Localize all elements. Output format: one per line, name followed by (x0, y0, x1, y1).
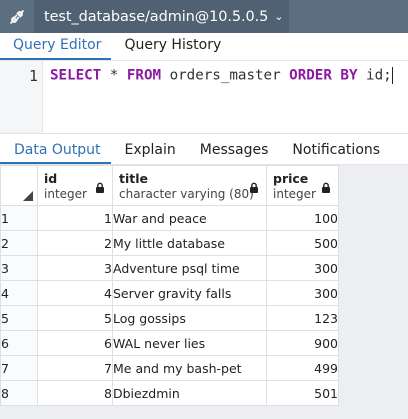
cell-id[interactable]: 2 (37, 230, 113, 256)
column-type: integer (44, 187, 87, 201)
row-number[interactable]: 6 (0, 330, 38, 356)
table-row[interactable]: 3 3 Adventure psql time 300 (0, 255, 339, 281)
output-tabs: Data Output Explain Messages Notificatio… (0, 135, 408, 165)
cell-price[interactable]: 123 (266, 305, 339, 331)
cell-id[interactable]: 6 (37, 330, 113, 356)
cell-id[interactable]: 8 (37, 380, 113, 406)
cell-title[interactable]: Me and my bash-pet (112, 355, 267, 381)
cell-price[interactable]: 500 (266, 230, 339, 256)
column-name: id (44, 171, 58, 186)
connection-selector[interactable]: test_database/admin@10.5.0.5 ⌄ (34, 0, 290, 33)
code-part: id; (357, 67, 392, 84)
cell-id[interactable]: 1 (37, 205, 113, 231)
table-row[interactable]: 5 5 Log gossips 123 (0, 305, 339, 331)
row-number[interactable]: 3 (0, 255, 38, 281)
select-all-corner[interactable] (0, 165, 38, 206)
table-row[interactable]: 1 1 War and peace 100 (0, 205, 339, 231)
query-tabs: Query Editor Query History (0, 33, 408, 61)
line-gutter: 1 (0, 61, 43, 133)
cell-title[interactable]: War and peace (112, 205, 267, 231)
cell-price[interactable]: 501 (266, 380, 339, 406)
cell-title[interactable]: Dbiezdmin (112, 380, 267, 406)
table-name: orders_master (161, 67, 290, 84)
cell-id[interactable]: 7 (37, 355, 113, 381)
keyword-from: FROM (126, 67, 162, 84)
cell-title[interactable]: Log gossips (112, 305, 267, 331)
sql-code-line[interactable]: SELECT * FROM orders_master ORDER BY id; (50, 67, 393, 84)
row-number[interactable]: 1 (0, 205, 38, 231)
keyword-select: SELECT (50, 67, 102, 84)
cell-title[interactable]: Server gravity falls (112, 280, 267, 306)
sql-editor[interactable]: 1 SELECT * FROM orders_master ORDER BY i… (0, 61, 408, 134)
tab-notifications[interactable]: Notifications (292, 142, 381, 158)
table-row[interactable]: 6 6 WAL never lies 900 (0, 330, 339, 356)
column-name: title (119, 171, 148, 186)
tab-messages[interactable]: Messages (199, 142, 269, 158)
table-row[interactable]: 4 4 Server gravity falls 300 (0, 280, 339, 306)
cell-title[interactable]: My little database (112, 230, 267, 256)
tab-explain[interactable]: Explain (124, 142, 176, 158)
cell-id[interactable]: 4 (37, 280, 113, 306)
chevron-down-icon: ⌄ (274, 10, 284, 23)
code-part: * (101, 67, 127, 84)
tab-query-editor[interactable]: Query Editor (0, 33, 112, 60)
cell-title[interactable]: Adventure psql time (112, 255, 267, 281)
row-number[interactable]: 5 (0, 305, 38, 331)
text-caret (391, 67, 393, 84)
column-header-id[interactable]: id integer (37, 165, 113, 206)
lock-icon (250, 182, 258, 193)
keyword-order-by: ORDER BY (289, 67, 358, 84)
connection-status-icon[interactable] (0, 0, 34, 33)
column-header-title[interactable]: title character varying (80) (112, 165, 267, 206)
table-row[interactable]: 7 7 Me and my bash-pet 499 (0, 355, 339, 381)
row-number[interactable]: 4 (0, 280, 38, 306)
column-type: integer (273, 187, 316, 201)
lock-icon (322, 182, 330, 193)
column-name: price (273, 171, 309, 186)
tab-data-output[interactable]: Data Output (0, 142, 111, 164)
tab-query-history[interactable]: Query History (124, 37, 222, 53)
cell-price[interactable]: 900 (266, 330, 339, 356)
cell-price[interactable]: 300 (266, 280, 339, 306)
cell-id[interactable]: 3 (37, 255, 113, 281)
cell-id[interactable]: 5 (37, 305, 113, 331)
cell-title[interactable]: WAL never lies (112, 330, 267, 356)
cell-price[interactable]: 499 (266, 355, 339, 381)
corner-triangle-icon (23, 191, 33, 201)
row-number[interactable]: 7 (0, 355, 38, 381)
table-row[interactable]: 8 8 Dbiezdmin 501 (0, 380, 339, 406)
data-grid: id integer title character varying (80) … (0, 165, 339, 406)
cell-price[interactable]: 100 (266, 205, 339, 231)
top-toolbar: test_database/admin@10.5.0.5 ⌄ (0, 0, 408, 33)
line-number: 1 (28, 67, 38, 85)
column-type: character varying (80) (119, 187, 254, 201)
table-row[interactable]: 2 2 My little database 500 (0, 230, 339, 256)
row-number[interactable]: 2 (0, 230, 38, 256)
connection-label: test_database/admin@10.5.0.5 (44, 8, 269, 25)
row-number[interactable]: 8 (0, 380, 38, 406)
cell-price[interactable]: 300 (266, 255, 339, 281)
column-header-price[interactable]: price integer (266, 165, 339, 206)
lock-icon (96, 182, 104, 193)
